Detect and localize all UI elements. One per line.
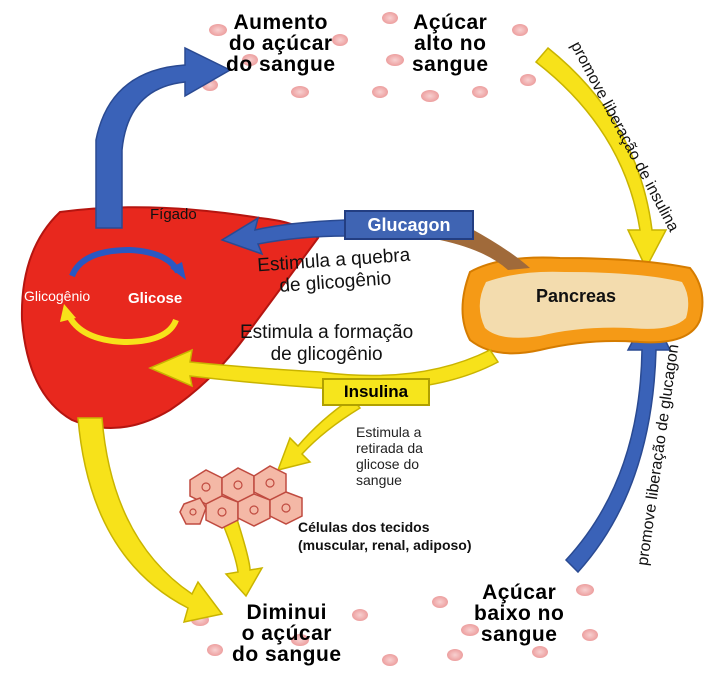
- cycle-arrow-blue-head: [170, 262, 186, 280]
- glucagon-label: Glucagon: [367, 214, 451, 235]
- cycle-arrow-blue: [69, 246, 181, 278]
- blood-cells: [191, 12, 598, 666]
- label-estimula-formacao: Estimula a formação de glicogênio: [240, 322, 414, 365]
- glucagon-box: Glucagon: [344, 210, 474, 240]
- tissue-nuclei: [189, 478, 291, 517]
- label-figado: Fígado: [150, 206, 197, 223]
- label-glicose: Glicose: [128, 290, 183, 307]
- label-acucar-baixo: Açúcar baixo no sangue: [474, 581, 565, 646]
- label-acucar-alto: Açúcar alto no sangue: [412, 11, 489, 76]
- cycle-arrow-yellow-head: [60, 304, 76, 322]
- blue-arrow-up: [95, 46, 232, 229]
- pancreas-shape: [461, 256, 704, 355]
- yellow-arrow-to-pancreas: [534, 46, 668, 270]
- liver-shape: [20, 206, 320, 429]
- insulina-label: Insulina: [343, 382, 409, 401]
- label-diminui: Diminui o açúcar do sangue: [232, 601, 342, 666]
- yellow-arrow-cells-down: [221, 514, 264, 598]
- insulina-box: Insulina: [322, 378, 430, 406]
- label-celulas: Células dos tecidos (muscular, renal, ad…: [298, 519, 472, 553]
- label-pancreas: Pancreas: [536, 286, 617, 306]
- cycle-arrow-yellow: [65, 312, 179, 346]
- tissue-cells: [179, 465, 303, 529]
- label-aumento: Aumento do açúcar do sangue: [226, 11, 336, 76]
- label-estimula-retirada: Estimula a retirada da glicose do sangue: [356, 424, 423, 488]
- yellow-arrow-to-cells: [276, 396, 362, 472]
- blue-arrow-glucagon: [220, 216, 347, 256]
- yellow-arrow-down: [77, 417, 224, 623]
- label-glicogenio: Glicogênio: [24, 288, 91, 304]
